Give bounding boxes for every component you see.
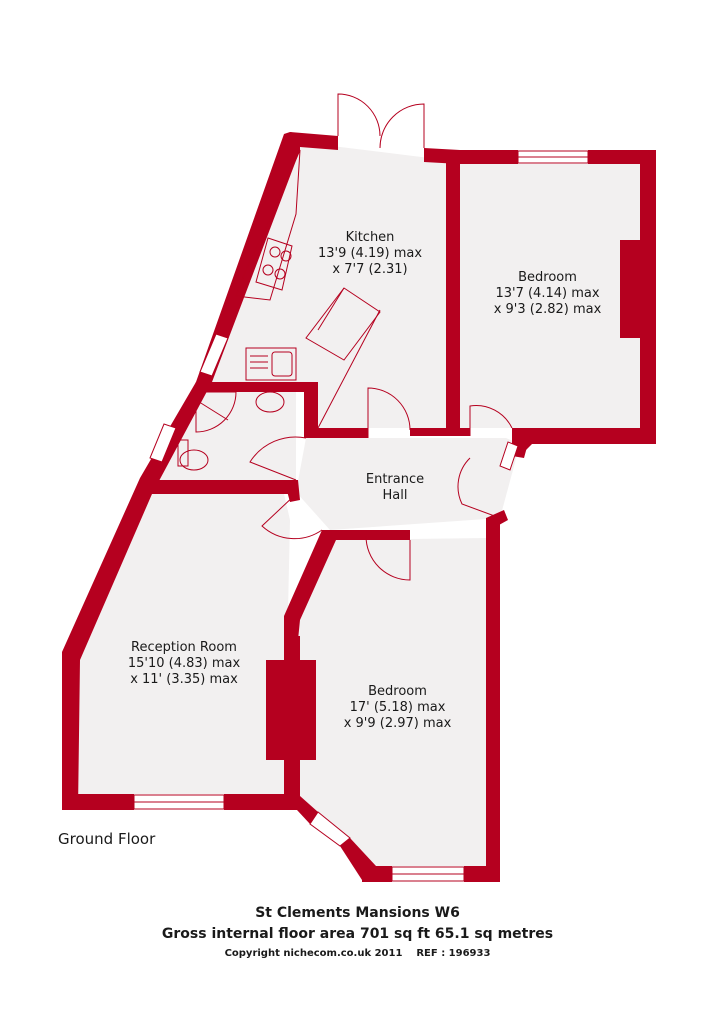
bedroom2-bay-window — [309, 811, 351, 847]
kitchen-french-door-left — [337, 93, 381, 137]
floor-area: Gross internal floor area 701 sq ft 65.1… — [161, 926, 554, 942]
bedroom1-door — [469, 405, 513, 436]
kitchen-hob — [255, 237, 293, 291]
kitchen-door — [367, 387, 411, 438]
bedroom2-north-wall — [284, 530, 410, 640]
fixtures — [177, 149, 381, 471]
bathroom-toilet — [179, 449, 209, 471]
reception-dim1: 15'10 (4.83) max — [127, 656, 241, 671]
kitchen-dim1: 13'9 (4.19) max — [317, 246, 423, 261]
reception-dim2: x 11' (3.35) max — [130, 672, 238, 687]
bedroom1-south-wall-left — [460, 428, 470, 436]
windows — [133, 150, 589, 882]
kitchen-table — [305, 287, 381, 361]
bedroom2-floor — [298, 538, 486, 866]
bedroom1-north-wall-left — [450, 150, 518, 164]
reception-door — [261, 493, 323, 540]
bedroom1-dim1: 13'7 (4.14) max — [495, 286, 600, 301]
outer-west-wall — [62, 132, 300, 810]
hall-east-wall — [486, 518, 500, 882]
reception-floor — [74, 494, 290, 794]
bathroom-door — [249, 436, 307, 481]
bedroom2-label: Bedroom 17' (5.18) max x 9'9 (2.97) max — [325, 684, 470, 732]
kitchen-sink — [245, 347, 297, 381]
bedroom1-floor — [460, 164, 640, 428]
bathroom-north-wall — [192, 382, 318, 438]
footer-credits: Copyright nichecom.co.uk 2011 REF : 1969… — [0, 948, 715, 959]
hall-label: Entrance Hall — [345, 472, 445, 504]
kitchen-dim2: x 7'7 (2.31) — [332, 262, 408, 277]
kitchen-side-window — [199, 333, 229, 377]
front-door — [457, 457, 501, 519]
bedroom1-north-wall-right — [588, 150, 656, 164]
bedroom2-bay-wall-left — [284, 796, 318, 824]
bedroom2-door — [365, 535, 411, 581]
hall-east-stub — [486, 510, 508, 530]
hall-floor — [296, 438, 520, 530]
hob-ring — [274, 268, 286, 280]
bedroom1-chimney — [620, 240, 642, 338]
kitchen-south-wall-right — [410, 428, 460, 436]
kitchen-bedroom-wall — [446, 160, 460, 436]
reception-label: Reception Room 15'10 (4.83) max x 11' (3… — [112, 640, 256, 688]
hall-window — [499, 441, 519, 471]
floor-label: Ground Floor — [58, 830, 156, 848]
bedroom1-dim2: x 9'3 (2.82) max — [493, 302, 602, 317]
bathroom-window — [149, 423, 177, 463]
kitchen-french-door-right — [379, 103, 425, 149]
bedroom1-name: Bedroom — [518, 270, 577, 285]
bathroom-basin — [255, 391, 285, 413]
bedroom2-south-wall-left — [362, 866, 392, 882]
bathroom-south-wall — [152, 480, 298, 494]
bedroom1-label: Bedroom 13'7 (4.14) max x 9'3 (2.82) max — [475, 270, 620, 318]
kitchen-north-wall-left — [290, 132, 338, 150]
reception-chimney — [266, 660, 316, 760]
hob-ring — [280, 250, 292, 262]
hall-small-wall — [512, 436, 530, 458]
reception-south-wall-right — [224, 794, 300, 810]
hob-ring — [269, 246, 281, 258]
hob-ring — [262, 264, 274, 276]
bedroom1-south-wall — [512, 428, 656, 450]
bedroom2-dim1: 17' (5.18) max — [349, 700, 446, 715]
toilet-cistern — [177, 439, 189, 467]
kitchen-label: Kitchen 13'9 (4.19) max x 7'7 (2.31) — [300, 230, 440, 278]
kitchen-worktop — [235, 149, 301, 301]
doors — [249, 93, 513, 581]
hall-name2: Hall — [382, 488, 408, 503]
bathroom-shower — [195, 391, 237, 433]
bedroom2-name: Bedroom — [368, 684, 427, 699]
hall-west-stub — [284, 480, 300, 502]
reception-south-wall-left — [62, 794, 134, 810]
kitchen-name: Kitchen — [345, 230, 395, 245]
reception-name: Reception Room — [131, 640, 237, 655]
reference: REF : 196933 — [416, 948, 491, 959]
sink-bowl — [271, 351, 293, 377]
kitchen-south-wall-left — [306, 428, 368, 438]
property-title: St Clements Mansions W6 — [255, 905, 460, 921]
hall-name1: Entrance — [365, 472, 425, 487]
bedroom2-south-wall-right — [464, 866, 500, 882]
walls — [62, 132, 656, 882]
bedroom1-east-wall — [640, 150, 656, 444]
copyright: Copyright nichecom.co.uk 2011 — [224, 948, 403, 959]
bedroom2-dim2: x 9'9 (2.97) max — [343, 716, 452, 731]
